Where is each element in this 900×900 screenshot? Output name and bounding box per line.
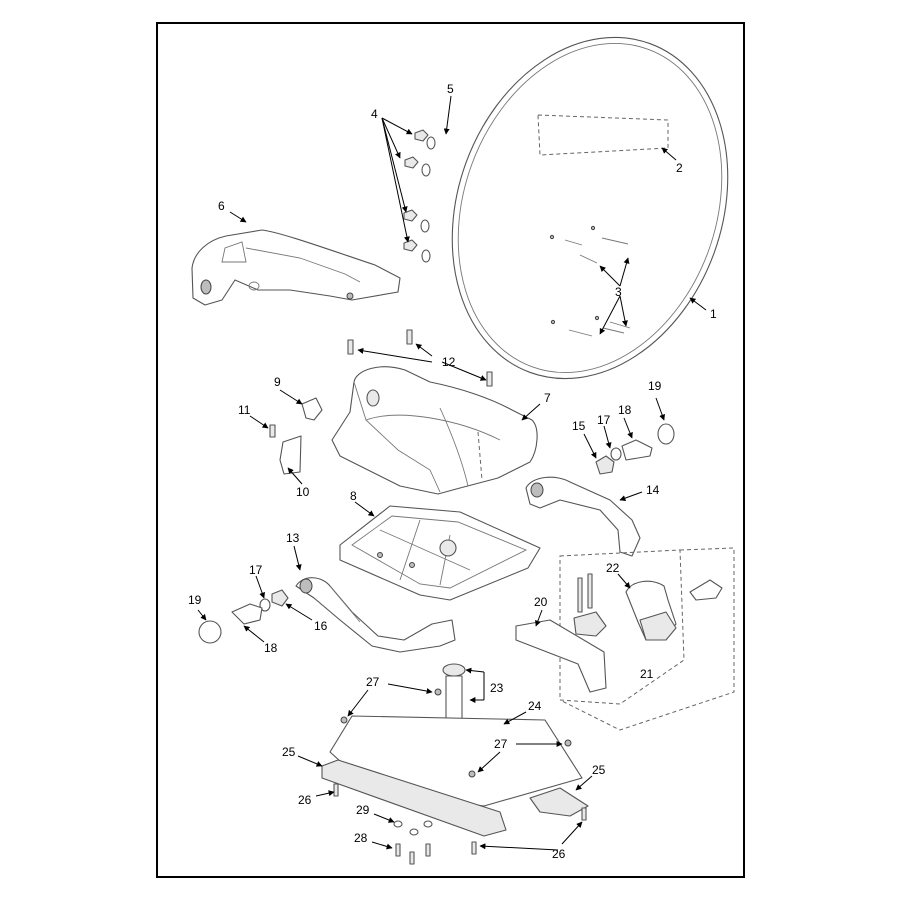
leader-lines <box>197 95 707 851</box>
callout-28: 28 <box>354 831 368 845</box>
callout-6: 6 <box>218 199 225 213</box>
callout-13: 13 <box>286 531 300 545</box>
nuts-and-washers <box>403 129 436 263</box>
callout-4: 4 <box>371 107 378 121</box>
base-plate <box>339 505 541 601</box>
callout-21: 21 <box>640 667 654 681</box>
callout-18-left: 18 <box>264 641 278 655</box>
callout-16: 16 <box>314 619 328 633</box>
callout-22: 22 <box>606 561 620 575</box>
callout-17-left: 17 <box>249 563 263 577</box>
dish-reflector <box>451 36 729 380</box>
callout-19-right: 19 <box>648 379 662 393</box>
callout-2: 2 <box>676 161 683 175</box>
callout-24: 24 <box>528 699 542 713</box>
left-feed-arm <box>295 577 456 653</box>
housing-cover <box>331 366 538 495</box>
callout-18-right: 18 <box>618 403 632 417</box>
callout-9: 9 <box>274 375 281 389</box>
callout-26-left: 26 <box>298 793 312 807</box>
feet-and-bolts <box>321 759 589 865</box>
callout-labels: 1 2 3 4 5 6 7 8 9 10 11 12 13 14 15 16 1… <box>188 82 717 861</box>
feed-arm <box>191 229 401 306</box>
callout-3: 3 <box>615 285 622 299</box>
callout-27-mid: 27 <box>494 737 508 751</box>
lnb-assembly <box>515 547 735 731</box>
callout-7: 7 <box>544 391 551 405</box>
callout-1: 1 <box>710 307 717 321</box>
callout-25-left: 25 <box>282 745 296 759</box>
screws <box>269 329 493 438</box>
callout-8: 8 <box>350 489 357 503</box>
callout-19-left: 19 <box>188 593 202 607</box>
callout-12: 12 <box>442 355 456 369</box>
callout-11: 11 <box>238 403 251 417</box>
callout-27-top: 27 <box>366 675 380 689</box>
right-arm <box>525 476 641 557</box>
callout-29: 29 <box>356 803 370 817</box>
callout-20: 20 <box>534 595 548 609</box>
clips <box>279 397 323 475</box>
callout-25-right: 25 <box>592 763 606 777</box>
callout-17-right: 17 <box>597 413 611 427</box>
callout-15: 15 <box>572 419 586 433</box>
callout-5: 5 <box>447 82 454 96</box>
right-fasteners <box>595 423 675 475</box>
callout-23: 23 <box>490 681 504 695</box>
callout-26-right: 26 <box>552 847 566 861</box>
callout-10: 10 <box>296 485 310 499</box>
callout-14: 14 <box>646 483 660 497</box>
left-fasteners <box>198 589 289 644</box>
